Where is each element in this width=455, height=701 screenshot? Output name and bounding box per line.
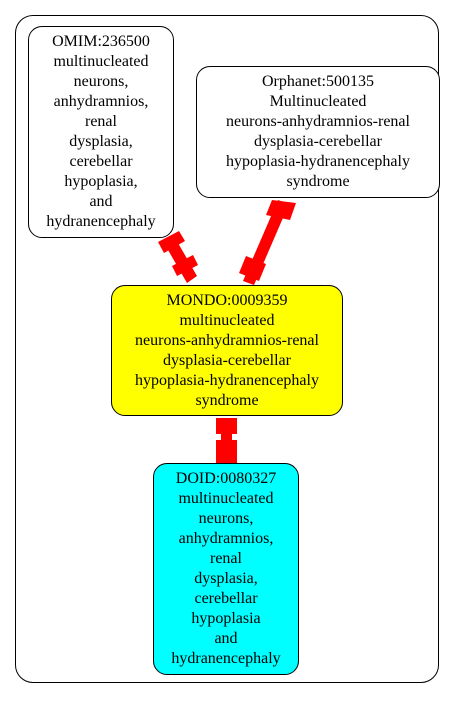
node-omim-line: and xyxy=(89,193,113,210)
node-mondo-line: MONDO:0009359 xyxy=(166,291,288,309)
node-doid-line: anhydramnios, xyxy=(178,530,274,547)
node-omim-236500[interactable]: OMIM:236500 multinucleated neurons, anhy… xyxy=(28,26,174,238)
edge-omim-mondo xyxy=(158,231,198,283)
node-doid-line: hydranencephaly xyxy=(171,650,281,667)
node-mondo-line: dysplasia-cerebellar xyxy=(163,351,291,369)
node-orphanet-500135[interactable]: Orphanet:500135 Multinucleated neurons-a… xyxy=(196,66,440,198)
node-omim-line: hydranencephaly xyxy=(46,213,156,230)
edge-mondo-doid-bar xyxy=(221,430,232,442)
node-doid-line: cerebellar xyxy=(194,590,258,607)
node-doid-line: dysplasia, xyxy=(194,570,258,587)
node-orphanet-line: Orphanet:500135 xyxy=(262,73,374,90)
node-mondo-line: multinucleated xyxy=(179,311,275,329)
node-orphanet-line: neurons-anhydramnios-renal xyxy=(226,113,410,130)
node-orphanet-line: syndrome xyxy=(286,173,350,190)
node-doid-line: and xyxy=(214,630,238,647)
node-omim-line: OMIM:236500 xyxy=(52,33,150,50)
edge-orphanet-mondo-head xyxy=(266,200,296,220)
node-omim-line: anhydramnios, xyxy=(53,93,149,110)
edge-mondo-doid xyxy=(216,418,237,463)
node-mondo-line: hypoplasia-hydranencephaly xyxy=(135,371,319,389)
edge-omim-mondo-head-top xyxy=(158,231,185,253)
node-doid-line: neurons, xyxy=(198,510,254,527)
node-doid-line: hypoplasia xyxy=(191,610,261,627)
node-mondo-line: syndrome xyxy=(195,391,259,409)
cluster-border xyxy=(15,15,439,683)
node-omim-line: renal xyxy=(85,113,117,130)
node-doid-0080327[interactable]: DOID:0080327 multinucleated neurons, anh… xyxy=(153,463,299,675)
node-orphanet-line: dysplasia-cerebellar xyxy=(254,133,382,150)
edge-orphanet-mondo xyxy=(239,200,296,285)
node-orphanet-line: hypoplasia-hydranencephaly xyxy=(226,153,410,170)
node-omim-line: dysplasia, xyxy=(69,133,133,150)
edge-mondo-doid-bottom xyxy=(216,440,237,463)
node-omim-line: neurons, xyxy=(73,73,129,90)
node-doid-line: DOID:0080327 xyxy=(175,470,277,487)
node-mondo-0009359[interactable]: MONDO:0009359 multinucleated neurons-anh… xyxy=(111,285,343,416)
node-mondo-line: neurons-anhydramnios-renal xyxy=(135,331,319,349)
edge-orphanet-mondo-tail xyxy=(239,256,266,281)
node-doid-line: multinucleated xyxy=(178,490,274,507)
node-omim-line: multinucleated xyxy=(53,53,149,70)
node-omim-line: hypoplasia, xyxy=(64,173,138,190)
edge-omim-mondo-head-bottom xyxy=(172,255,198,276)
node-omim-line: cerebellar xyxy=(69,153,133,170)
node-doid-line: renal xyxy=(210,550,242,567)
node-orphanet-line: Multinucleated xyxy=(269,93,367,110)
